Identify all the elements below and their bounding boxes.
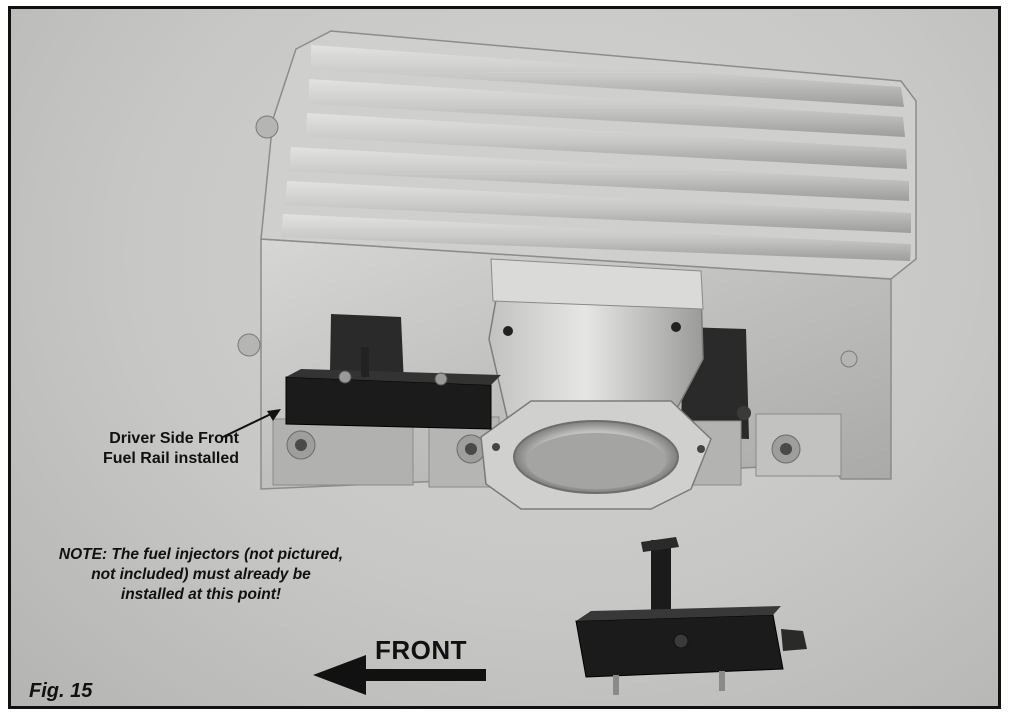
callout-arrow (222, 409, 281, 438)
note-line-3: installed at this point! (120, 586, 282, 603)
callout-line-2: Fuel Rail installed (102, 450, 239, 467)
intake-manifold-photo (222, 30, 917, 695)
throttle-body (480, 258, 712, 510)
note-line-2: not included) must already be (91, 566, 311, 583)
loose-fuel-rail (575, 537, 807, 695)
figure-number-label: Fig. 15 (29, 680, 93, 702)
installed-fuel-rail (285, 347, 501, 430)
front-arrow-icon (313, 655, 486, 695)
callout-line-1: Driver Side Front (109, 430, 239, 447)
figure-frame: Driver Side Front Fuel Rail installed NO… (8, 6, 1001, 709)
note-line-1: NOTE: The fuel injectors (not pictured, (58, 546, 344, 563)
front-direction-label: FRONT (375, 635, 468, 665)
installation-note: NOTE: The fuel injectors (not pictured, … (51, 545, 351, 605)
fuel-rail-callout-label: Driver Side Front Fuel Rail installed (59, 429, 239, 469)
